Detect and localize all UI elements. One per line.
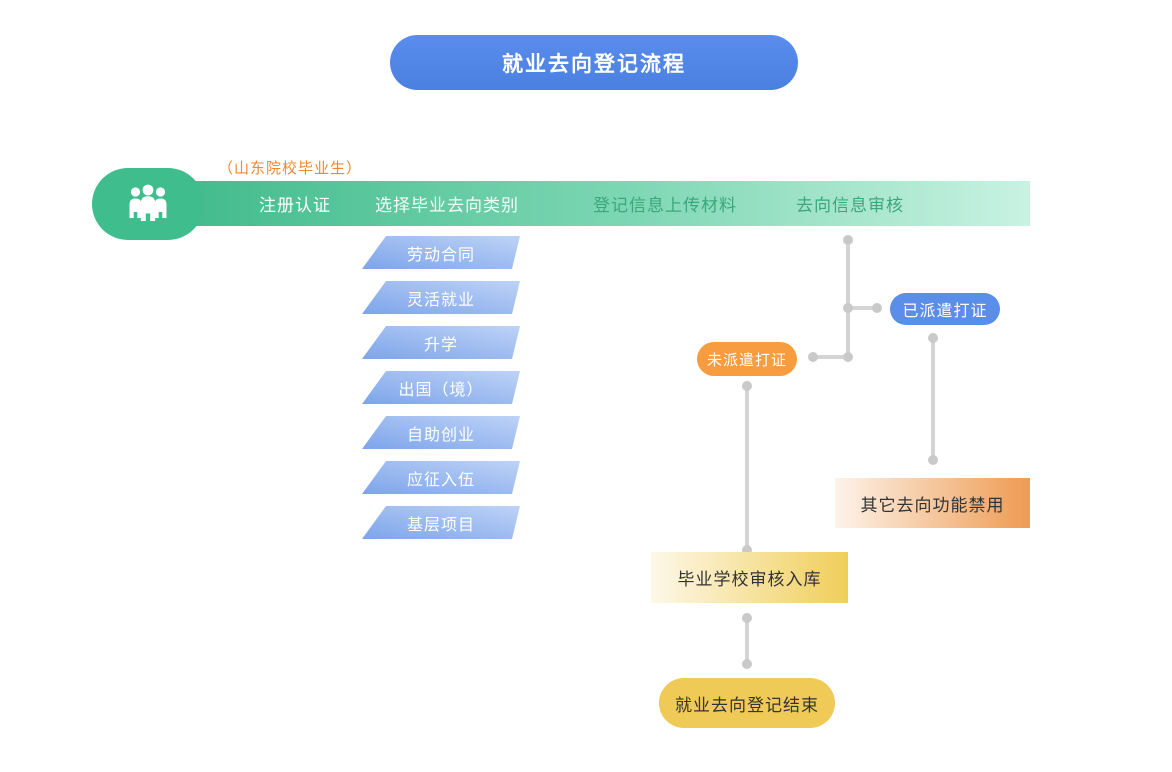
graduates-note: （山东院校毕业生）	[218, 160, 363, 177]
connector-dot	[872, 303, 882, 313]
destination-item-further-study: 升学	[362, 326, 520, 359]
connector-dot	[843, 303, 853, 313]
connector-dot	[928, 455, 938, 465]
destination-item-abroad: 出国（境）	[362, 371, 520, 404]
connector-line-branch-right	[848, 306, 878, 310]
step-choose-destination: 选择毕业去向类别	[375, 196, 519, 215]
destination-item-self-startup: 自助创业	[362, 416, 520, 449]
connector-dot	[843, 235, 853, 245]
connector-dot	[742, 613, 752, 623]
destination-item-flexible-employment: 灵活就业	[362, 281, 520, 314]
process-bar: 注册认证 选择毕业去向类别 登记信息上传材料 去向信息审核	[150, 181, 1030, 226]
node-not-dispatched: 未派遣打证	[697, 342, 797, 376]
node-school-review: 毕业学校审核入库	[651, 552, 848, 603]
connector-dot	[808, 352, 818, 362]
people-group-icon	[124, 182, 172, 227]
connector-line-dispatched-down	[931, 338, 935, 460]
connector-dot	[843, 352, 853, 362]
node-registration-end: 就业去向登记结束	[659, 678, 835, 728]
connector-line-school-down	[745, 386, 749, 550]
connector-line-end-down	[745, 618, 749, 664]
destination-item-enlistment: 应征入伍	[362, 461, 520, 494]
step-register: 注册认证	[259, 196, 331, 215]
connector-dot	[742, 381, 752, 391]
node-functions-disabled: 其它去向功能禁用	[835, 478, 1030, 528]
connector-line-main	[846, 240, 850, 357]
connector-dot	[742, 545, 752, 555]
page-title: 就业去向登记流程	[502, 52, 686, 76]
destination-item-labor-contract: 劳动合同	[362, 236, 520, 269]
actor-capsule	[92, 168, 204, 240]
step-review-info: 去向信息审核	[796, 196, 904, 215]
connector-dot	[928, 333, 938, 343]
title-banner: 就业去向登记流程	[390, 35, 798, 90]
connector-line-branch-left	[812, 355, 850, 359]
node-dispatched: 已派遣打证	[890, 293, 1000, 325]
destination-item-grassroots-project: 基层项目	[362, 506, 520, 539]
connector-dot	[742, 659, 752, 669]
step-upload-materials: 登记信息上传材料	[593, 196, 737, 215]
